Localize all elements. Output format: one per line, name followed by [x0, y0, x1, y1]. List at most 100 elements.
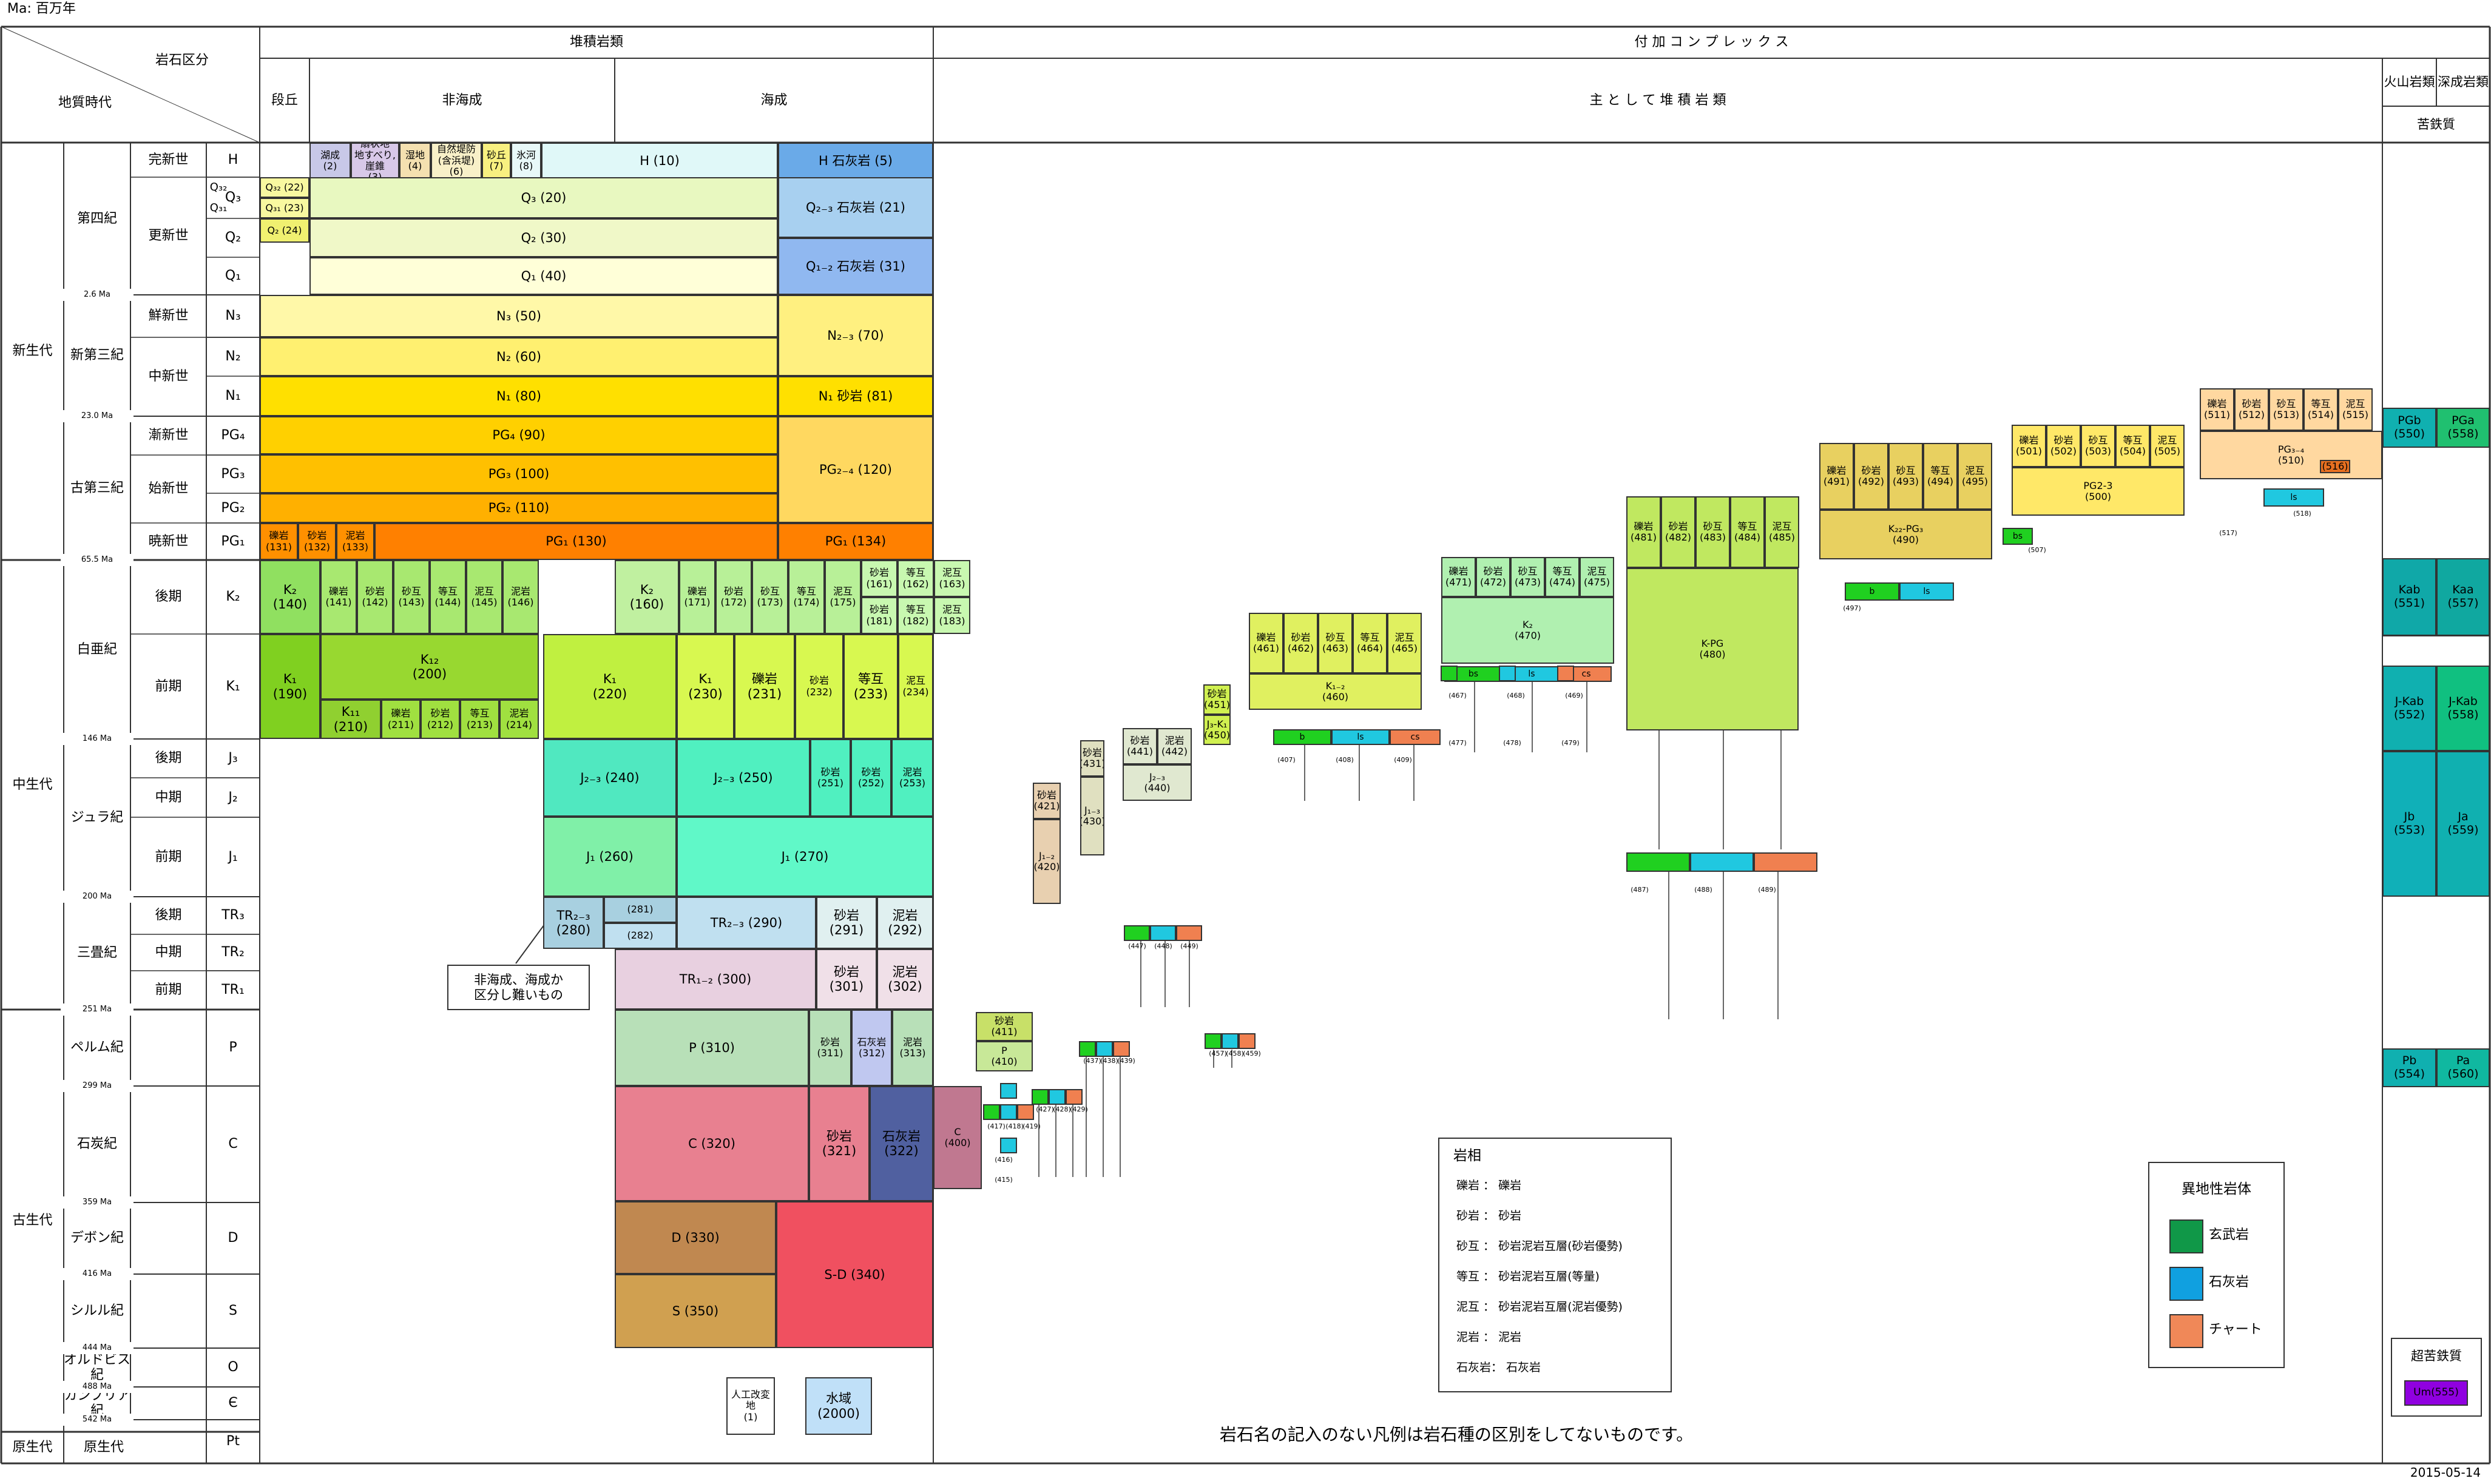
rock-unit: 砂岩(172): [715, 560, 752, 634]
accretion-unit: 泥互(505): [2150, 425, 2185, 467]
unit-label: TR₂₋₃: [556, 908, 590, 923]
unit-label: (4): [408, 160, 422, 172]
footnote: 岩石名の記入のない凡例は岩石種の区別をしてないものです。: [1219, 1424, 1694, 1445]
ma-mark: 251 Ma: [61, 1003, 134, 1016]
rock-unit: 礫岩(141): [320, 560, 357, 634]
unit-label: (460): [1322, 691, 1349, 703]
rock-unit: J₂₋₃ (250): [677, 739, 810, 817]
unit-label: (480): [1699, 649, 1726, 660]
epoch-label: 中新世: [148, 369, 189, 385]
unit-label: (231): [747, 686, 782, 701]
rock-unit: S (350): [615, 1274, 776, 1348]
accretion-unit: 砂岩(472): [1476, 557, 1510, 597]
rock-unit: 等互(174): [788, 560, 825, 634]
unit-label: 等互: [796, 585, 816, 597]
unit-label: 砂互: [1518, 565, 1538, 577]
rock-unit: K₂(140): [260, 560, 320, 634]
rock-unit: TR₁₋₂ (300): [615, 949, 816, 1010]
unit-label: 砂岩: [1483, 565, 1503, 577]
accretion-unit: K₂(470): [1441, 597, 1614, 664]
unit-label: 砂岩: [2242, 397, 2262, 410]
unit-label: (503): [2084, 445, 2112, 457]
accretion-unit: 砂互(463): [1318, 613, 1353, 673]
rock-unit: 等互(162): [897, 560, 934, 597]
time-symbol: N₂: [225, 349, 241, 365]
ma-mark: 416 Ma: [61, 1268, 134, 1280]
time-symbol: S: [229, 1303, 237, 1319]
grid-line: [1, 26, 260, 143]
main-sedimentary-heading: 主 と し て 堆 積 岩 類: [1589, 92, 1726, 108]
rock-unit: 湖成(2): [309, 143, 351, 179]
unit-label: 等互: [2311, 397, 2331, 410]
unit-label: (162): [902, 578, 929, 590]
unit-label: (430): [1080, 815, 1104, 827]
unit-label: (473): [1514, 576, 1541, 588]
unit-label: 水域: [826, 1391, 851, 1406]
unit-label: 泥岩: [1164, 734, 1185, 746]
accretion-unit: 礫岩(511): [2200, 388, 2234, 431]
unit-label: 等互: [1552, 565, 1572, 577]
rock-unit: K₁(230): [677, 634, 734, 739]
accretion-unit: J₁₋₃(430): [1080, 777, 1104, 855]
epoch-label: 鮮新世: [148, 308, 189, 324]
unit-label: PG₃₋₄: [2277, 443, 2305, 455]
unit-label: 砂互: [1896, 464, 1916, 476]
period-label: ペルム紀: [70, 1040, 124, 1056]
unit-label: 等互: [438, 585, 458, 597]
unit-label: 砂互: [2088, 434, 2108, 446]
unit-label: Kab: [2398, 583, 2421, 597]
rock-unit: H 石灰岩 (5): [778, 143, 933, 179]
rock-unit: 礫岩(171): [679, 560, 715, 634]
rock-unit: 砂岩(142): [357, 560, 393, 634]
unit-label: N₁ (80): [496, 388, 541, 403]
accretion-unit: 泥互(495): [1958, 443, 1992, 510]
unit-label: H 石灰岩 (5): [819, 153, 893, 168]
unit-label: (557): [2447, 596, 2479, 610]
unit-label: (551): [2393, 596, 2425, 610]
rock-unit: Q₃₁ (23): [260, 198, 309, 218]
unit-label: 砂岩: [430, 707, 450, 720]
rock-unit: C(400): [933, 1086, 982, 1189]
unit-label: (171): [684, 596, 711, 608]
rock-unit: TR₂₋₃(280): [543, 897, 604, 949]
rock-unit: 泥岩(302): [877, 949, 933, 1010]
unit-label: 等互: [470, 707, 490, 720]
ocean-plate-block: [1079, 1041, 1096, 1057]
unit-label: 石灰岩: [882, 1128, 921, 1144]
unit-label: (210): [333, 719, 368, 734]
unit-label: (470): [1514, 630, 1541, 641]
unit-label: (2000): [817, 1406, 860, 1421]
ocean-plate-block: [983, 1104, 1000, 1120]
mini-label: (437): [1083, 1057, 1101, 1065]
unit-label: J₂₋₃: [1149, 771, 1165, 783]
rock-unit: N₂ (60): [260, 337, 778, 376]
time-symbol: N₁: [225, 388, 241, 404]
time-symbol: K₂: [226, 589, 240, 605]
mini-label: (459): [1243, 1050, 1261, 1057]
unit-label: (172): [720, 596, 747, 608]
accretion-unit: 礫岩(481): [1626, 496, 1661, 568]
period-label: ジュラ紀: [70, 810, 124, 826]
rock-unit: Q₃₂ (22): [260, 177, 309, 198]
ocean-plate-block: [1754, 852, 1817, 872]
epoch-label: 暁新世: [148, 533, 189, 549]
time-symbol: J₃: [228, 750, 238, 766]
unit-label: (505): [2154, 445, 2181, 457]
unit-label: TR₁₋₂ (300): [679, 971, 752, 987]
era-label: 新生代: [12, 343, 53, 359]
exotic-title: 異地性岩体: [2182, 1181, 2251, 1197]
ma-mark: 146 Ma: [61, 733, 134, 745]
unit-label: (491): [1823, 476, 1850, 487]
unit-label: 砂互: [2276, 397, 2296, 410]
unit-label: 砂丘: [486, 149, 506, 161]
unit-label: J₁₋₂: [1039, 849, 1055, 862]
rock-unit: 砂岩(311): [809, 1010, 851, 1086]
unit-label: (133): [342, 541, 369, 553]
unit-label: 礫岩: [328, 585, 348, 597]
ocean-plate-block: cs: [1390, 729, 1441, 745]
non-marine-heading: 非海成: [442, 92, 482, 108]
accretion-unit: 砂岩(431): [1080, 740, 1104, 777]
rock-unit: Q₁ (40): [309, 257, 778, 295]
unit-label: 泥互: [1772, 520, 1792, 532]
